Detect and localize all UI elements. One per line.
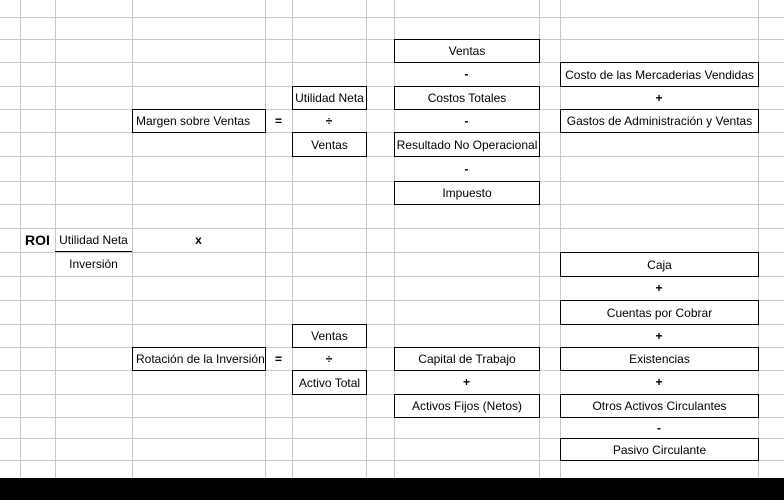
grid-row-line <box>0 276 784 277</box>
costs-gastos-admin-ventas: Gastos de Administración y Ventas <box>560 109 759 133</box>
grid-row-line <box>0 204 784 205</box>
grid-row-line <box>0 86 784 87</box>
assets-activos-fijos: Activos Fijos (Netos) <box>394 394 540 418</box>
wc-plus-1: + <box>655 281 663 295</box>
income-minus-2: - <box>464 113 469 128</box>
grid-row-line <box>0 394 784 395</box>
wc-pasivo-circulante: Pasivo Circulante <box>560 438 759 461</box>
grid-column-line <box>366 0 367 478</box>
income-minus-3: - <box>464 161 469 176</box>
grid-row-line <box>0 39 784 40</box>
rotation-denominator: Activo Total <box>292 370 367 395</box>
assets-capital-trabajo: Capital de Trabajo <box>394 347 540 371</box>
rotation-divide: ÷ <box>325 351 333 366</box>
wc-otros-activos-circulantes: Otros Activos Circulantes <box>560 394 759 418</box>
spreadsheet-sheet: ROI Utilidad Neta Inversión x Margen sob… <box>0 0 784 478</box>
wc-minus: - <box>657 420 661 435</box>
margin-label: Margen sobre Ventas <box>132 109 266 133</box>
grid-row-line <box>0 62 784 63</box>
grid-row-line <box>0 460 784 461</box>
grid-row-line <box>0 109 784 110</box>
grid-row-line <box>0 438 784 439</box>
assets-plus: + <box>462 375 470 389</box>
margin-equals: = <box>274 114 282 128</box>
grid-row-line <box>0 252 784 253</box>
income-resultado-no-operacional: Resultado No Operacional <box>394 132 540 157</box>
grid-column-line <box>560 0 561 478</box>
income-impuesto: Impuesto <box>394 181 540 205</box>
grid-row-line <box>0 417 784 418</box>
screen-bottom-bar <box>0 478 784 500</box>
wc-plus-2: + <box>655 328 663 343</box>
costs-mercaderias-vendidas: Costo de las Mercaderias Vendidas <box>560 62 759 87</box>
grid-row-line <box>0 181 784 182</box>
grid-column-line <box>758 0 759 478</box>
income-minus-1: - <box>464 67 469 81</box>
grid-column-line <box>539 0 540 478</box>
grid-column-line <box>132 0 133 478</box>
margin-denominator: Ventas <box>292 132 367 157</box>
income-costos-totales: Costos Totales <box>394 86 540 110</box>
roi-label: ROI <box>25 232 50 248</box>
grid-row-line <box>0 228 784 229</box>
grid-row-line <box>0 156 784 157</box>
roi-numerator: Utilidad Neta <box>55 228 132 252</box>
grid-row-line <box>0 370 784 371</box>
rotation-label: Rotación de la Inversión <box>132 347 266 371</box>
grid-column-line <box>265 0 266 478</box>
rotation-equals: = <box>274 351 282 366</box>
income-ventas: Ventas <box>394 39 540 63</box>
grid-row-line <box>0 347 784 348</box>
wc-caja: Caja <box>560 252 759 277</box>
grid-column-line <box>292 0 293 478</box>
grid-column-line <box>20 0 21 478</box>
margin-divide: ÷ <box>325 113 333 128</box>
costs-plus: + <box>655 90 663 105</box>
margin-numerator: Utilidad Neta <box>292 86 367 110</box>
wc-cuentas-por-cobrar: Cuentas por Cobrar <box>560 300 759 325</box>
rotation-numerator: Ventas <box>292 324 367 348</box>
grid-column-line <box>394 0 395 478</box>
grid-column-line <box>55 0 56 478</box>
grid-row-line <box>0 300 784 301</box>
roi-denominator: Inversión <box>69 257 118 271</box>
wc-existencias: Existencias <box>560 347 759 371</box>
grid-row-line <box>0 17 784 18</box>
multiply-sign: x <box>195 233 202 247</box>
grid-row-line <box>0 132 784 133</box>
wc-plus-3: + <box>655 375 663 389</box>
grid-row-line <box>0 324 784 325</box>
